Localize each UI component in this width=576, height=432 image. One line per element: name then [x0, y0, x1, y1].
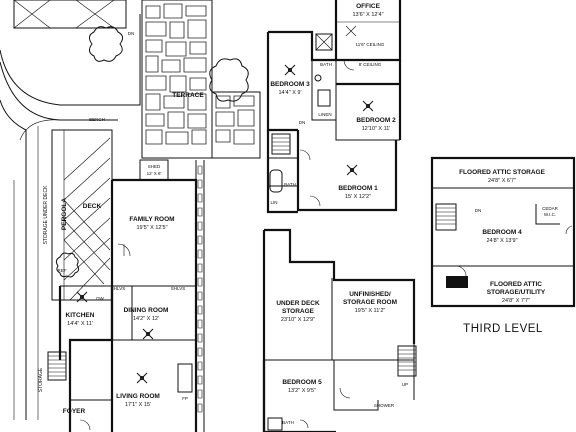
living-room-dim: 17'1" X 15'	[125, 402, 151, 408]
shower-label: SHOWER	[374, 403, 395, 408]
ceiling-fan-icon	[142, 328, 154, 340]
attic-utility-label-2: STORAGE/UTILITY	[487, 289, 546, 296]
bedroom-2-label: BEDROOM 2	[356, 117, 396, 124]
dw-mark: DW	[96, 296, 104, 301]
dining-room-label: DINING ROOM	[124, 307, 169, 314]
tree-icon	[55, 252, 80, 278]
cedar-closet-label-2: W.I.C.	[544, 212, 556, 217]
office-label: OFFICE	[356, 3, 380, 10]
level-title: THIRD LEVEL	[463, 323, 543, 335]
ceiling-fan-icon	[284, 64, 296, 76]
kitchen-label: KITCHEN	[66, 312, 95, 319]
dn-mark: DN	[475, 208, 482, 213]
upper-floor	[266, 0, 402, 214]
bedroom-4-dim: 24'8" X 13'9"	[486, 238, 517, 244]
unfinished-room-label: UNFINISHED/	[349, 291, 391, 298]
tree-icon	[88, 26, 124, 62]
ref-mark: REF	[58, 268, 67, 273]
bedroom-5-label: BEDROOM 5	[282, 379, 322, 386]
ceiling-note: 8' CEILING	[359, 62, 382, 67]
foyer-label: FOYER	[63, 408, 86, 415]
dn-mark: DN	[128, 31, 135, 36]
shelves-label: SHLVS	[171, 286, 185, 291]
utility-unit	[446, 276, 468, 288]
storage-under-deck-label: STORAGE UNDER DECK	[43, 185, 49, 244]
storage-label: STORAGE	[38, 367, 44, 392]
attic-utility-label: FLOORED ATTIC	[490, 281, 542, 288]
dining-room-dim: 14'2" X 12'	[133, 316, 159, 322]
linen-label: LINEN	[318, 112, 331, 117]
under-deck-storage-label: UNDER DECK	[276, 300, 320, 307]
ceiling-fan-icon	[346, 164, 358, 176]
kitchen-dim: 14'4" X 11'	[67, 321, 93, 327]
attic-storage-dim: 24'8" X 6'7"	[488, 178, 516, 184]
up-mark: UP	[402, 382, 408, 387]
lin-label: LIN	[270, 200, 277, 205]
attic-utility-dim: 24'8" X 7'7"	[502, 298, 530, 304]
shed-dim: 12' X 8'	[147, 171, 162, 176]
third-level	[430, 156, 576, 308]
bath-label: BATH	[282, 420, 294, 425]
pergola-label: PERGOLA	[61, 198, 68, 230]
bench-label: BENCH	[89, 117, 105, 122]
terrace-label: TERRACE	[172, 92, 204, 99]
bedroom-3-label: BEDROOM 3	[270, 81, 310, 88]
shelves-label: SHLVS	[111, 286, 125, 291]
bath-label: BATH	[320, 62, 332, 67]
ceiling-fan-icon	[76, 291, 88, 303]
bedroom-2-dim: 12'10" X 11'	[362, 126, 391, 132]
office-dim: 13'6" X 12'4"	[352, 12, 383, 18]
attic-storage-label: FLOORED ATTIC STORAGE	[459, 169, 545, 176]
dn-mark: DN	[299, 120, 306, 125]
ceiling-fan-icon	[136, 372, 148, 384]
bedroom-4-label: BEDROOM 4	[482, 229, 522, 236]
lower-level	[262, 228, 417, 432]
main-floor	[47, 129, 198, 432]
stone-walkway	[141, 0, 261, 432]
bedroom-5-dim: 13'2" X 9'5"	[288, 388, 316, 394]
bedroom-3-dim: 14'4" X 9'	[278, 90, 301, 96]
cedar-closet-label: CEDAR	[542, 206, 559, 211]
shed-label: SHED	[148, 164, 161, 169]
bedroom-1-label: BEDROOM 1	[338, 185, 378, 192]
tree-icon	[209, 58, 249, 102]
under-deck-storage-dim: 23'10" X 12'9"	[281, 317, 315, 323]
bedroom-1-dim: 15' X 12'2"	[345, 194, 371, 200]
site-plan	[0, 0, 249, 420]
bath-label: BATH	[284, 182, 296, 187]
family-room-label: FAMILY ROOM	[129, 216, 174, 223]
ceiling-fan-icon	[362, 100, 374, 112]
unfinished-room-dim: 19'5" X 11'2"	[355, 308, 386, 314]
unfinished-room-label-2: STORAGE ROOM	[343, 299, 397, 306]
deck-label: DECK	[83, 203, 102, 210]
under-deck-storage-label-2: STORAGE	[282, 308, 315, 315]
living-room-label: LIVING ROOM	[116, 393, 160, 400]
office-ceiling-note: 11'6" CEILING	[356, 42, 385, 47]
family-room-dim: 19'5" X 12'5"	[136, 225, 167, 231]
fp-mark: FP	[182, 396, 188, 401]
